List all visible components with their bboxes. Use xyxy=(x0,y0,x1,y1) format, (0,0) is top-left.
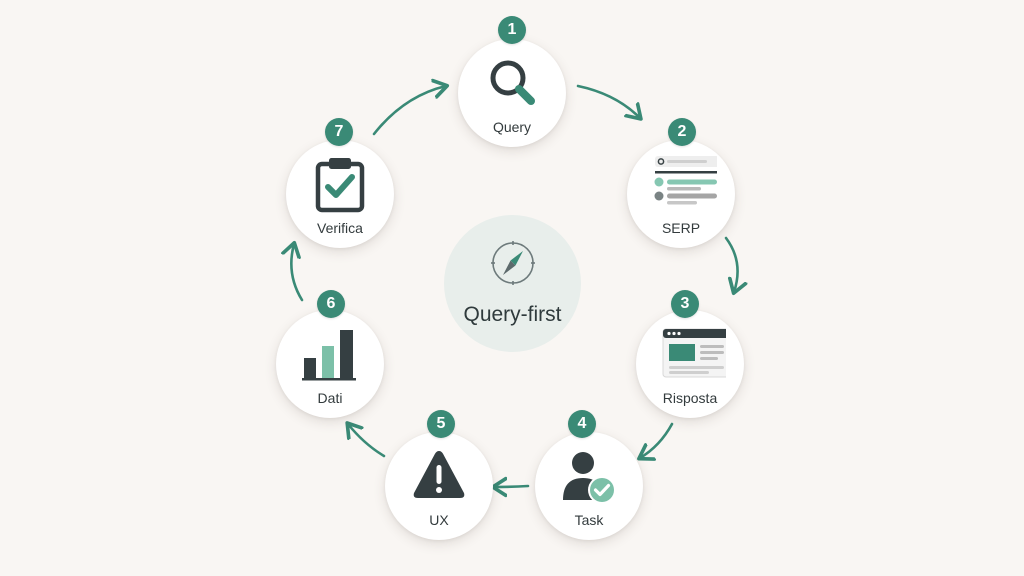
user-check-icon xyxy=(563,452,616,504)
step-label: Dati xyxy=(317,390,343,406)
serp-list-icon xyxy=(654,156,717,205)
arrow-6-to-7 xyxy=(291,244,304,302)
step-label: Risposta xyxy=(662,390,718,406)
arrow-4-to-5 xyxy=(494,486,530,487)
arrow-1-to-2 xyxy=(576,84,640,118)
webpage-icon xyxy=(662,328,726,378)
step-verifica: Verifica xyxy=(286,140,394,248)
compass-icon xyxy=(491,241,535,285)
step-label: Verifica xyxy=(317,220,363,236)
arrow-7-to-1 xyxy=(372,86,446,136)
step-label: UX xyxy=(429,512,449,528)
step-task: Task xyxy=(535,432,643,540)
step-number-badge: 6 xyxy=(317,290,345,318)
step-number-badge: 3 xyxy=(671,290,699,318)
step-serp: SERP xyxy=(627,140,735,248)
magnifier-icon xyxy=(490,60,535,105)
arrow-2-to-3 xyxy=(724,236,738,292)
step-number-badge: 7 xyxy=(325,118,353,146)
step-label: Query xyxy=(492,119,532,135)
step-label: SERP xyxy=(661,220,701,236)
center-title: Query-first xyxy=(463,303,562,326)
center-hub: Query-first xyxy=(444,215,581,352)
arrow-5-to-6 xyxy=(348,424,386,458)
step-ux: UX xyxy=(385,432,493,540)
warning-icon xyxy=(413,451,465,498)
step-number-badge: 1 xyxy=(498,16,526,44)
step-dati: Dati xyxy=(276,310,384,418)
step-number-badge: 2 xyxy=(668,118,696,146)
bar-chart-icon xyxy=(302,330,356,381)
step-risposta: Risposta xyxy=(636,310,744,418)
step-number-badge: 4 xyxy=(568,410,596,438)
arrow-3-to-4 xyxy=(640,422,674,458)
step-label: Task xyxy=(574,512,604,528)
step-number-badge: 5 xyxy=(427,410,455,438)
clipboard-check-icon xyxy=(315,158,365,213)
step-query: Query xyxy=(458,39,566,147)
